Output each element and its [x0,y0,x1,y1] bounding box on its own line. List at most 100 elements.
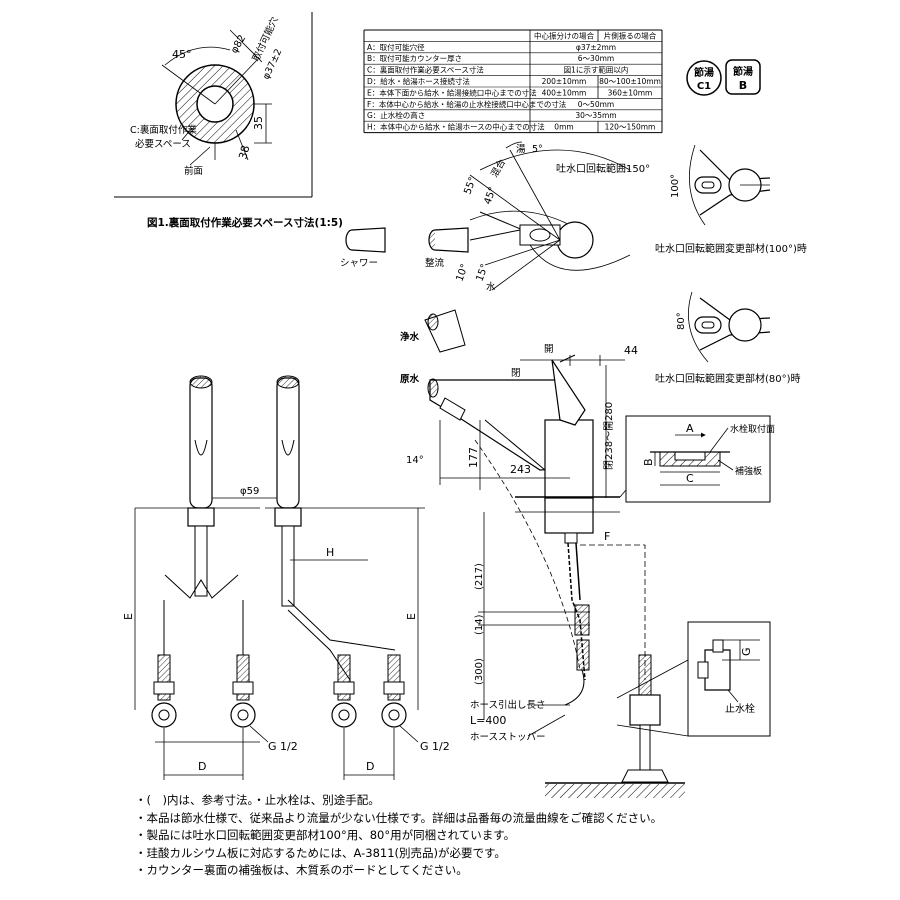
angle-55: 55° [462,176,478,196]
h-label: H [326,546,334,559]
open-label-top: 開 [544,344,554,355]
table-row-value: 400±10mm [542,88,587,97]
raw-water-label: 原水 [400,373,420,385]
angle-10: 10° [454,263,470,283]
dim-300: (300) [474,658,485,685]
angle-45b: 45° [482,186,498,206]
dim38-label: 38 [236,144,252,161]
table-row-value: 200±10mm [542,77,587,86]
dim-f: F [604,530,610,543]
table-row-label: D：給水・給湯ホース接続寸法 [367,76,470,86]
table-row-label: C：裏面取付作業必要スペース寸法 [367,65,484,75]
g-height-label: G [740,647,753,656]
d-left: D [198,760,206,773]
table-row-value: 0mm [554,123,573,132]
shutoff-valve: G 止水栓 [545,621,771,798]
hot-label: 湯 [516,143,526,155]
fitting-right-2 [381,654,407,728]
hose-stopper-label: ホースストッパー [470,732,546,743]
closed-label: 閉 [511,368,521,379]
dim-44: 44 [624,344,638,357]
e-left: E [122,613,135,620]
badge2-bottom: B [739,79,747,92]
table-row-value: 0～50mm [578,100,614,109]
note-line: ・( )内は、参考寸法。・止水栓は、別途手配。 [135,793,380,807]
mount-surface-label: 水栓取付面 [730,423,775,435]
g-left: G 1/2 [268,740,298,753]
c-space-label-1: C:裏面取付作業 [130,124,197,136]
table-row-value: 30～35mm [575,111,616,120]
figure-caption: 図1.裏面取付作業必要スペース寸法(1:5) [147,216,343,229]
note-line: ・本品は節水仕様で、従来品より流量が少ない仕様です。詳細は品番毎の流量曲線をご確… [135,810,663,825]
dim-14deg: 14° [406,455,424,466]
table-row-value: 図1に示す範囲以内 [564,65,629,75]
table-row-label: E：本体下面から給水・給湯接続口中心までの寸法 [367,87,537,97]
spec-table: 中心振分けの場合片側振るの場合 A：取付可能穴径 φ37±2mmB：取付可能カウンタ… [363,29,663,134]
table-row-value-side: 120～150mm [605,123,656,132]
dim-14mm: (14) [474,614,485,635]
angle-45: 45° [172,48,192,61]
mounting-space-figure: 45° φ82 取付可能穴 φ37±2 35 38 C:裏面取付作業 必要スペー… [114,12,343,229]
dim-177: 177 [467,447,480,468]
handle-range-view: 湯 5° 吐水口回転範囲150° 混合 55° 45° 10° 15° 水 [454,141,650,293]
table-row-value: φ37±2mm [576,43,616,52]
table-row-label: B：取付可能カウンター厚さ [367,53,462,63]
five-deg: 5° [532,144,543,155]
notes: ・( )内は、参考寸法。・止水栓は、別途手配。・本品は節水仕様で、従来品より流量… [135,792,855,880]
hose-length-label: ホース引出し長さ [470,699,546,711]
spray-head-shower: シャワー [340,227,386,269]
table-row-label: H：本体中心から給水・給湯ホースの中心までの寸法 [367,122,545,132]
dim-217: (217) [474,563,485,590]
badge1-top: 節湯 [694,66,714,79]
caption-100: 吐水口回転範囲変更部材(100°)時 [655,242,807,255]
dim-b: B [642,458,655,466]
table-row-value: 6～30mm [578,54,614,63]
table-row-label: F：本体中心から給水・給湯の止水栓接続口中心までの寸法 [367,99,567,109]
angle-15: 15° [474,263,490,283]
phi59-label: φ59 [240,486,259,497]
spray-head-straight: 整流 [425,227,469,269]
front-label: 前面 [184,165,203,177]
water-saving-badges: 節湯 C1 節湯 B [686,59,761,96]
dim-a: A [686,422,694,435]
angle-80: 80° [676,312,687,330]
phi82-label: φ82 [229,33,248,55]
note-line: ・製品には吐水口回転範囲変更部材100°用、80°用が同梱されています。 [135,828,516,842]
spout-range-label: 吐水口回転範囲150° [556,162,650,175]
shutoff-valve-label: 止水栓 [725,702,755,715]
front-views: E E φ59 H [122,375,450,780]
table-row-value-side: 360±10mm [608,88,653,97]
water-label: 水 [486,281,496,293]
table-header-side: 片側振るの場合 [604,30,657,40]
side-view: 浄水 原水 開 閉 44 177 [400,309,646,743]
e-right: E [405,613,418,620]
table-header-center: 中心振分けの場合 [534,30,594,40]
note-line: ・カウンター裏面の補強板は、木質系のボードとしてください。 [135,863,468,877]
counter-detail: A B C 水栓取付面 補強板 [619,415,775,503]
badge2-top: 節湯 [733,65,753,78]
caption-80: 吐水口回転範囲変更部材(80°)時 [655,372,801,385]
angle-100: 100° [670,174,681,198]
g-right: G 1/2 [420,740,450,753]
table-row-label: G：止水栓の高さ [367,110,425,120]
straight-label: 整流 [425,257,445,269]
table-row-label: A：取付可能穴径 [367,42,425,52]
plate-label: 補強板 [735,465,762,477]
fitting-left-2 [230,654,256,728]
badge1-bottom: C1 [697,81,711,92]
dim-238-280: 閉238～開280 [603,402,615,470]
l400-label: L=400 [470,714,506,727]
mixed-label: 混合 [488,157,508,180]
range-view-100: 100° 吐水口回転範囲変更部材(100°)時 [655,144,807,255]
fitting-right-1 [331,654,357,728]
c-space-label-2: 必要スペース [135,138,191,150]
shower-label: シャワー [340,258,378,269]
dim-243: 243 [510,463,531,476]
d-right: D [366,760,374,773]
fitting-left-1 [151,654,177,728]
dim-c: C [686,472,694,485]
dim35-label: 35 [252,116,265,130]
table-row-value-side: 80～100±10mm [599,77,661,86]
pure-water-label: 浄水 [400,331,420,343]
